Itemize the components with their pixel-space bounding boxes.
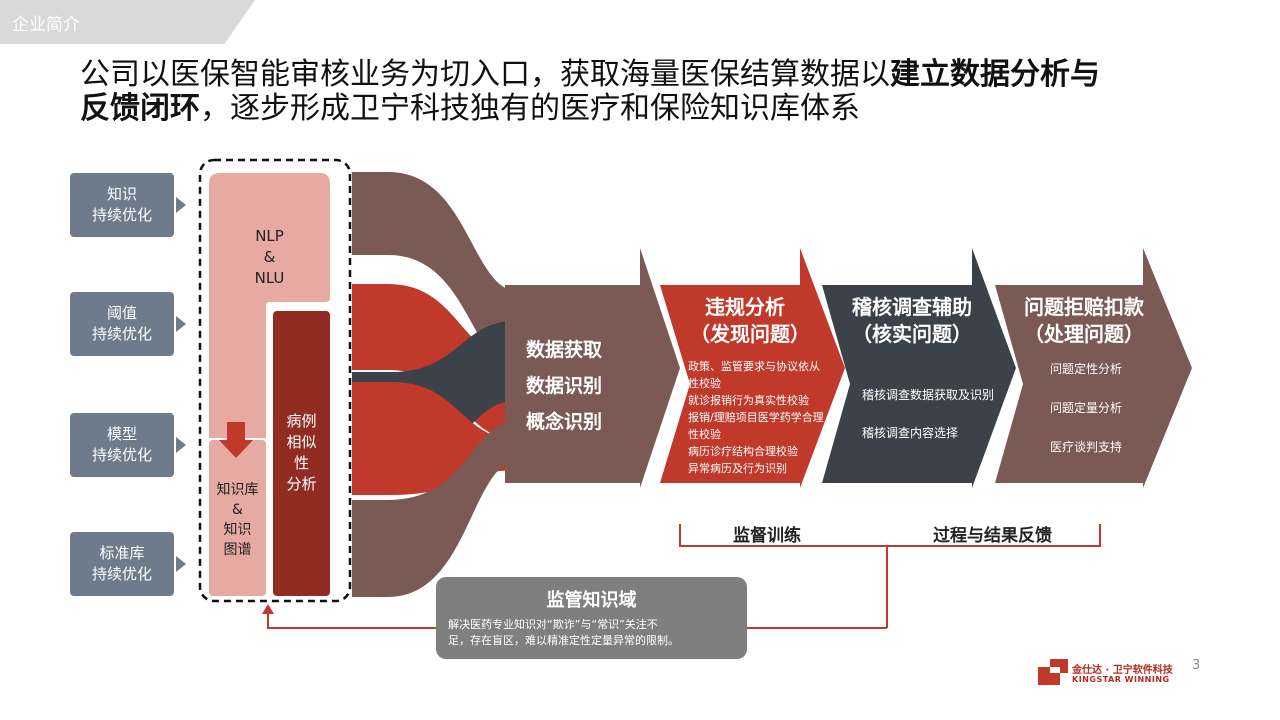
sim-l2: 相似 bbox=[286, 433, 317, 451]
headline-part1: 公司以医保智能审核业务为切入口，获取海量医保结算数据以 bbox=[80, 57, 890, 92]
opt-arrow-icon bbox=[176, 437, 186, 453]
band-brown-bottom bbox=[352, 420, 560, 597]
nlp-l1: NLP bbox=[255, 227, 284, 245]
nlp-label: NLP & NLU bbox=[209, 226, 330, 289]
stage1-title-l1: 违规分析 bbox=[705, 295, 785, 319]
section-tag: 企业简介 bbox=[0, 0, 255, 44]
nlp-box bbox=[209, 173, 330, 438]
stage1-item: 异常病历及行为识别 bbox=[688, 462, 787, 475]
return-line bbox=[267, 612, 436, 629]
stage1-chevron bbox=[660, 248, 845, 488]
logo-en: KINGSTAR WINNING bbox=[1072, 675, 1170, 684]
kb-l1: 知识库 bbox=[216, 482, 259, 498]
kb-label: 知识库 & 知识 图谱 bbox=[209, 480, 266, 560]
data-stage-2: 数据识别 bbox=[526, 375, 603, 397]
opt-knowledge: 知识 持续优化 bbox=[70, 173, 174, 237]
headline-bold2: 反馈闭环 bbox=[80, 91, 200, 126]
opt-standard-l1: 标准库 bbox=[99, 544, 145, 562]
data-block bbox=[505, 248, 680, 488]
feedback-bracket bbox=[679, 524, 1101, 547]
sim-l1: 病例 bbox=[286, 412, 317, 430]
core-dashed-frame bbox=[198, 158, 352, 603]
opt-arrow-icon bbox=[176, 556, 186, 572]
stage1-item: 病历诊疗结构合理校验 bbox=[688, 445, 798, 458]
stage3-item: 医疗谈判支持 bbox=[1050, 440, 1123, 454]
nlp-l2: & bbox=[263, 248, 276, 266]
opt-standard: 标准库 持续优化 bbox=[70, 532, 174, 596]
data-stage-labels: 数据获取 数据识别 概念识别 bbox=[526, 332, 602, 440]
logo-cn: 金仕达 · 卫宁软件科技 bbox=[1072, 665, 1173, 676]
supervision-title: 监管知识域 bbox=[546, 590, 637, 611]
opt-knowledge-l2: 持续优化 bbox=[91, 206, 152, 224]
opt-knowledge-l1: 知识 bbox=[106, 185, 137, 203]
supervision-desc-l2: 足，存在盲区，难以精准定性定量异常的限制。 bbox=[448, 634, 679, 647]
stage2-item: 稽核调查内容选择 bbox=[862, 426, 959, 440]
stage1-title: 违规分析 （发现问题） bbox=[690, 294, 810, 348]
stage3-item: 问题定性分析 bbox=[1050, 362, 1123, 376]
similarity-label: 病例 相似 性 分析 bbox=[273, 411, 330, 495]
opt-arrow-icon bbox=[176, 197, 186, 213]
opt-threshold: 阈值 持续优化 bbox=[70, 292, 174, 356]
kb-box bbox=[209, 440, 266, 596]
kb-l4: 图谱 bbox=[223, 542, 252, 558]
stage2-title-l1: 稽核调查辅助 bbox=[852, 295, 972, 319]
opt-arrow-icon bbox=[176, 316, 186, 332]
stage1-item: 政策、监管要求与协议依从 bbox=[688, 360, 820, 373]
return-arrow-icon bbox=[262, 604, 274, 614]
opt-standard-l2: 持续优化 bbox=[91, 565, 152, 583]
sim-l4: 分析 bbox=[286, 475, 317, 493]
kb-l3: 知识 bbox=[223, 522, 252, 538]
stage1-item: 性校验 bbox=[688, 377, 721, 390]
opt-model: 模型 持续优化 bbox=[70, 413, 174, 477]
down-arrow-icon bbox=[219, 422, 253, 458]
stage1-title-l2: （发现问题） bbox=[690, 322, 810, 346]
stage2-chevron bbox=[822, 248, 1016, 488]
company-logo-icon bbox=[1038, 659, 1070, 685]
data-stage-3: 概念识别 bbox=[526, 411, 603, 433]
supervision-box: 监管知识域 解决医药专业知识对“欺诈”与“常识”关注不 足，存在盲区，难以精准定… bbox=[436, 577, 747, 659]
stage1-item: 报销/理赔项目医学药学合理 bbox=[688, 411, 824, 424]
headline-bold1: 建立数据分析与 bbox=[890, 57, 1100, 92]
feedback-right-label: 过程与结果反馈 bbox=[933, 526, 1052, 546]
similarity-box bbox=[273, 311, 330, 596]
opt-threshold-l1: 阈值 bbox=[106, 304, 137, 322]
stage2-items: 稽核调查数据获取及识别 稽核调查内容选择 bbox=[862, 385, 1012, 443]
section-tag-label: 企业简介 bbox=[12, 15, 80, 35]
stage2-title: 稽核调查辅助 （核实问题） bbox=[842, 294, 982, 348]
stage3-chevron bbox=[995, 248, 1192, 488]
stage2-item: 稽核调查数据获取及识别 bbox=[862, 388, 995, 402]
stage1-item: 性校验 bbox=[688, 428, 721, 441]
headline-part2: ，逐步形成卫宁科技独有的医疗和保险知识库体系 bbox=[200, 91, 860, 126]
stage1-items: 政策、监管要求与协议依从 性校验 就诊报销行为真实性校验 报销/理赔项目医学药学… bbox=[688, 358, 846, 477]
kb-l2: & bbox=[232, 502, 243, 518]
supervision-desc: 解决医药专业知识对“欺诈”与“常识”关注不 足，存在盲区，难以精准定性定量异常的… bbox=[436, 612, 747, 649]
stage3-title-l2: （处理问题） bbox=[1024, 322, 1144, 346]
sim-l3: 性 bbox=[293, 454, 309, 472]
page-number: 3 bbox=[1192, 658, 1201, 673]
stage2-title-l2: （核实问题） bbox=[852, 322, 972, 346]
stage3-items: 问题定性分析 问题定量分析 医疗谈判支持 bbox=[1050, 359, 1160, 457]
headline: 公司以医保智能审核业务为切入口，获取海量医保结算数据以建立数据分析与 反馈闭环，… bbox=[80, 58, 1200, 126]
feedback-left-label: 监督训练 bbox=[733, 526, 801, 546]
opt-model-l1: 模型 bbox=[106, 425, 137, 443]
stage1-item: 就诊报销行为真实性校验 bbox=[688, 394, 809, 407]
supervision-desc-l1: 解决医药专业知识对“欺诈”与“常识”关注不 bbox=[448, 618, 658, 631]
stage3-item: 问题定量分析 bbox=[1050, 401, 1123, 415]
opt-threshold-l2: 持续优化 bbox=[91, 325, 152, 343]
nlp-l3: NLU bbox=[254, 269, 285, 287]
stage3-title-l1: 问题拒赔扣款 bbox=[1024, 295, 1144, 319]
stage3-title: 问题拒赔扣款 （处理问题） bbox=[1014, 294, 1154, 348]
data-stage-1: 数据获取 bbox=[526, 339, 603, 361]
opt-model-l2: 持续优化 bbox=[91, 446, 152, 464]
